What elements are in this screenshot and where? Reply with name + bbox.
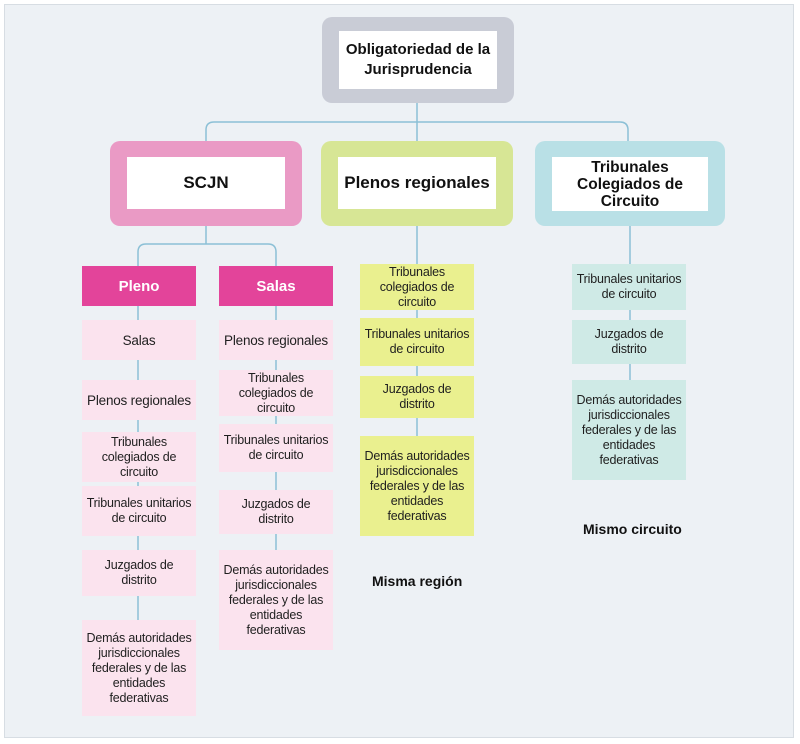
tribunales-note: Mismo circuito <box>583 521 682 537</box>
salas-item-demas-autoridades: Demás autoridades jurisdiccionales feder… <box>219 550 333 650</box>
plenos-note: Misma región <box>372 573 463 589</box>
connector-root <box>205 102 629 142</box>
pleno-item-tribunales-colegiados: Tribunales colegiados de circuito <box>82 432 196 482</box>
scjn-node: SCJN <box>110 141 302 226</box>
pleno-item-plenos-regionales: Plenos regionales <box>82 380 196 420</box>
root-title: Obligatoriedad de la Jurisprudencia <box>339 31 497 89</box>
plenos-node: Plenos regionales <box>321 141 513 226</box>
tribunales-item-demas-autoridades: Demás autoridades jurisdiccionales feder… <box>572 380 686 480</box>
plenos-item-juzgados: Juzgados de distrito <box>360 376 474 418</box>
tribunales-node: Tribunales Colegiados de Circuito <box>535 141 725 226</box>
pleno-header: Pleno <box>82 266 196 306</box>
tribunales-item-juzgados: Juzgados de distrito <box>572 320 686 364</box>
tribunales-title: Tribunales Colegiados de Circuito <box>552 157 708 211</box>
scjn-title: SCJN <box>127 157 285 209</box>
salas-item-tribunales-colegiados: Tribunales colegiados de circuito <box>219 370 333 416</box>
pleno-item-tribunales-unitarios: Tribunales unitarios de circuito <box>82 486 196 536</box>
salas-item-plenos-regionales: Plenos regionales <box>219 320 333 360</box>
tribunales-item-unitarios: Tribunales unitarios de circuito <box>572 264 686 310</box>
root-node: Obligatoriedad de la Jurisprudencia <box>322 17 514 103</box>
plenos-item-tribunales-unitarios: Tribunales unitarios de circuito <box>360 318 474 366</box>
plenos-item-tribunales-colegiados: Tribunales colegiados de circuito <box>360 264 474 310</box>
connector-scjn <box>137 226 277 266</box>
pleno-item-demas-autoridades: Demás autoridades jurisdiccionales feder… <box>82 620 196 716</box>
salas-item-tribunales-unitarios: Tribunales unitarios de circuito <box>219 424 333 472</box>
diagram-frame <box>4 4 794 738</box>
pleno-item-salas: Salas <box>82 320 196 360</box>
salas-item-juzgados: Juzgados de distrito <box>219 490 333 534</box>
plenos-title: Plenos regionales <box>338 157 496 209</box>
plenos-item-demas-autoridades: Demás autoridades jurisdiccionales feder… <box>360 436 474 536</box>
pleno-item-juzgados: Juzgados de distrito <box>82 550 196 596</box>
salas-header: Salas <box>219 266 333 306</box>
